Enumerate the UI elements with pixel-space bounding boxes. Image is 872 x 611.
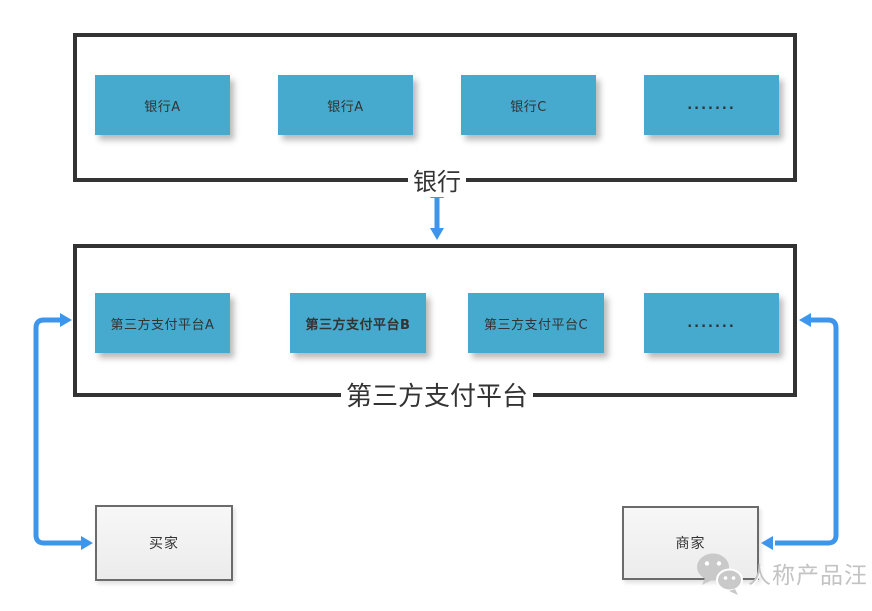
wechat-icon — [697, 553, 743, 595]
bank-node-a2: 银行A — [278, 75, 413, 135]
platform-node-b: 第三方支付平台B — [290, 293, 426, 353]
platform-group-container: 第三方支付平台A 第三方支付平台B 第三方支付平台C ....... — [73, 244, 797, 397]
platform-group-label: 第三方支付平台 — [340, 381, 534, 413]
bank-node-ellipsis: ....... — [644, 75, 779, 135]
platform-node-a: 第三方支付平台A — [95, 293, 230, 353]
merchant-box: 商家 — [622, 506, 759, 580]
bank-node-c: 银行C — [461, 75, 596, 135]
bank-group-label: 银行 — [408, 167, 466, 197]
watermark: 人称产品汪 — [694, 550, 868, 596]
bank-group-container: 银行A 银行A 银行C ....... — [73, 33, 797, 182]
bank-node-a: 银行A — [95, 75, 230, 135]
watermark-text: 人称产品汪 — [748, 563, 868, 589]
platform-node-c: 第三方支付平台C — [468, 293, 604, 353]
platform-node-ellipsis: ....... — [644, 293, 779, 353]
buyer-box: 买家 — [95, 505, 233, 581]
